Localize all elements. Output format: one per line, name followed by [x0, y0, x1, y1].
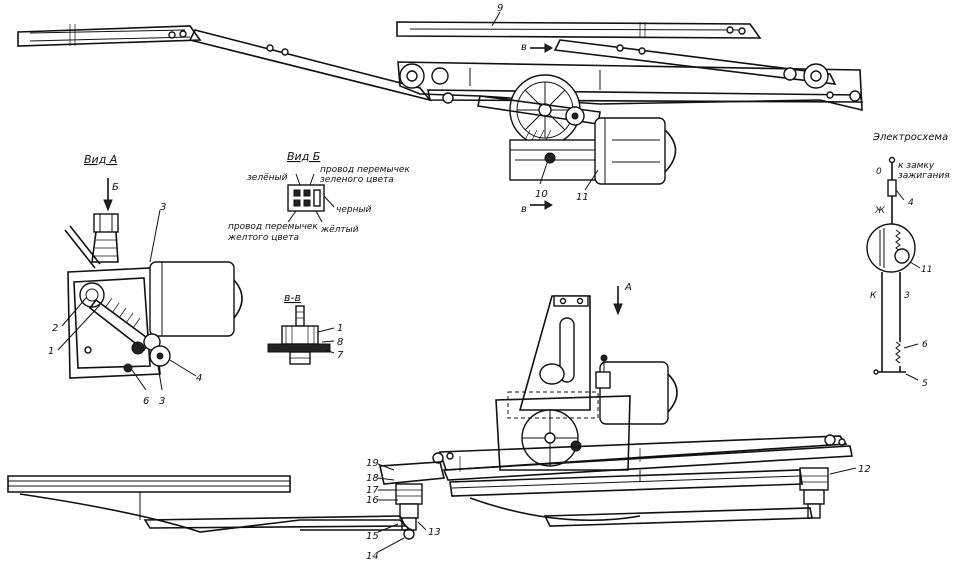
callout-10: 10	[535, 189, 548, 200]
scheme-label-zh: Ж	[874, 206, 885, 216]
bottom-callout-17: 17	[366, 485, 379, 496]
section-callout-1: 1	[337, 323, 343, 334]
view-b-title: Вид Б	[287, 150, 320, 163]
ignition-label-line2: зажигания	[898, 171, 950, 181]
bottom-callout-19: 19	[366, 458, 379, 469]
section-callout-8: 8	[337, 337, 343, 348]
bottom-callout-12: 12	[858, 464, 871, 475]
view-b-connector: Вид Б зелёный провод перемычек зеленого …	[227, 150, 410, 243]
view-a-callout-3-bottom: 3	[159, 396, 165, 407]
section-v-v: в-в 1 8 7	[267, 291, 344, 365]
view-a-title: Вид А	[84, 153, 117, 166]
bottom-callout-16: 16	[366, 495, 379, 506]
green-jumper-label-line2: зеленого цвета	[320, 175, 394, 185]
yellow-jumper-label-line1: провод перемычек	[228, 222, 318, 232]
arrow-b-label: Б	[112, 182, 119, 193]
view-a-callout-1: 1	[48, 346, 54, 357]
scheme-label-11: 11	[921, 265, 932, 275]
green-jumper-label-line1: провод перемычек	[320, 165, 410, 175]
bottom-callout-14: 14	[366, 551, 379, 562]
section-marker-bottom: в	[521, 204, 527, 215]
yellow-jumper-label-line2: желтого цвета	[227, 233, 299, 243]
callout-9: 9	[497, 3, 503, 14]
electrical-scheme: Электросхема 0 к замку зажигания 4 Ж 11 …	[866, 132, 950, 389]
section-v-v-title: в-в	[284, 291, 301, 304]
view-a-callout-6: 6	[143, 396, 149, 407]
arrow-a-label: А	[624, 282, 632, 293]
top-linkage-view: в в 9 10 11	[17, 3, 864, 215]
view-a: Вид А Б	[48, 153, 243, 407]
bottom-assembly-view: А	[7, 282, 871, 562]
section-callout-7: 7	[337, 350, 344, 361]
scheme-title: Электросхема	[872, 132, 948, 143]
section-marker-top: в	[521, 42, 527, 53]
view-a-callout-2: 2	[52, 323, 58, 334]
bottom-callout-13: 13	[428, 527, 441, 538]
view-a-callout-3-top: 3	[160, 202, 166, 213]
view-a-callout-4: 4	[196, 373, 202, 384]
wire-black-label: черный	[336, 205, 372, 215]
callout-11: 11	[576, 192, 589, 203]
wire-green-label: зелёный	[247, 173, 288, 183]
scheme-label-k: К	[870, 291, 877, 301]
scheme-label-4: 4	[908, 198, 914, 208]
scheme-label-5: 5	[922, 379, 928, 389]
scheme-label-6: 6	[922, 340, 928, 350]
wire-yellow-label: жёлтый	[320, 225, 359, 235]
ignition-label-line1: к замку	[898, 161, 935, 171]
scheme-label-z: З	[904, 291, 910, 301]
scheme-label-0: 0	[876, 167, 882, 177]
bottom-callout-18: 18	[366, 473, 379, 484]
bottom-callout-15: 15	[366, 531, 379, 542]
